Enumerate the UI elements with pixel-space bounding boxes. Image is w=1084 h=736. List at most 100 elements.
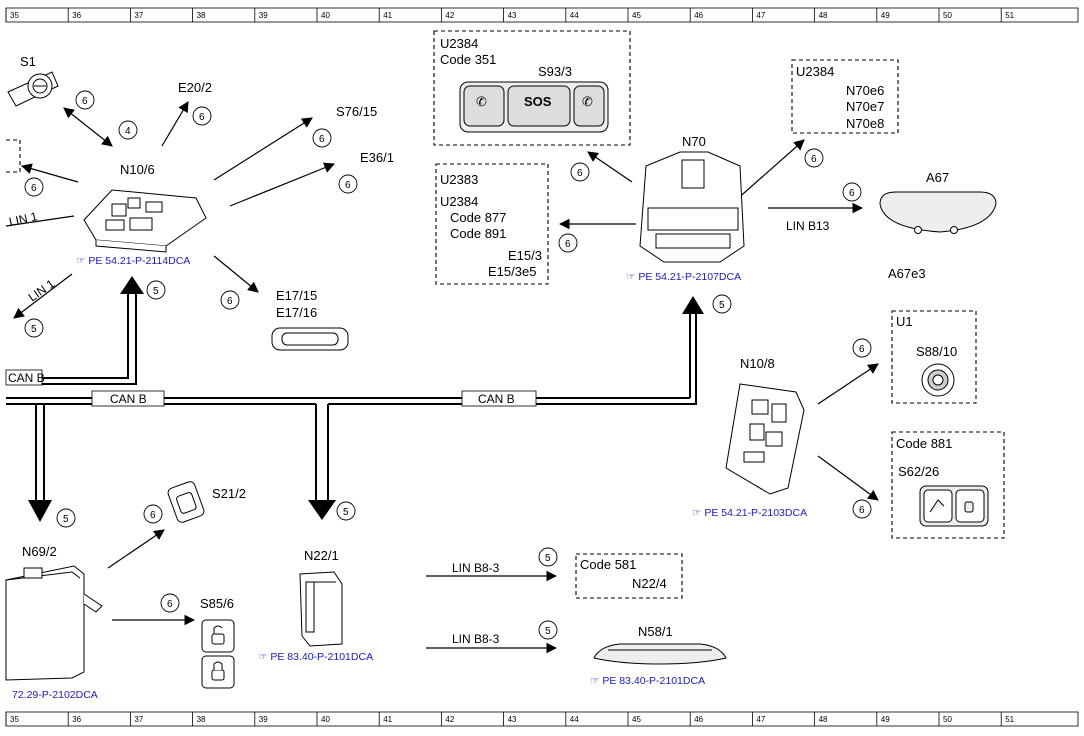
s1-label: S1	[20, 54, 36, 69]
u2383-label: U2383	[440, 172, 478, 187]
n58-1-lamp-icon	[593, 643, 727, 665]
svg-text:6: 6	[811, 154, 817, 165]
n58-1-label: N58/1	[638, 624, 673, 639]
ref-link-n69-2[interactable]: 72.29-P-2102DCA	[12, 689, 98, 701]
bottom-ruler-label: 39	[259, 715, 268, 724]
top-ruler-label: 44	[570, 11, 579, 20]
e36-1-label: E36/1	[360, 150, 394, 165]
top-ruler-label: 51	[1005, 11, 1014, 20]
svg-text:6: 6	[31, 183, 37, 194]
a67-mirror-icon	[879, 191, 997, 234]
down-arrowhead-n22-1	[308, 500, 336, 520]
top-ruler-label: 37	[134, 11, 143, 20]
step-markers	[24, 90, 872, 640]
svg-text:☞ PE 54.21-P-2103DCA: ☞ PE 54.21-P-2103DCA	[692, 507, 807, 519]
s21-2-label: S21/2	[212, 486, 246, 501]
can-b-label-left: CAN B	[8, 371, 45, 385]
ref-link-n22-1[interactable]: ☞ PE 83.40-P-2101DCA	[258, 651, 373, 663]
bottom-ruler-label: 42	[445, 715, 454, 724]
svg-text:6: 6	[319, 134, 325, 145]
bottom-ruler-label: 45	[632, 715, 641, 724]
bottom-ruler-label: 49	[881, 715, 890, 724]
s21-2-switch-icon	[167, 481, 205, 523]
top-ruler-label: 38	[197, 11, 206, 20]
n69-2-module-icon	[5, 565, 103, 681]
n70e6-label: N70e6	[846, 83, 884, 98]
svg-text:6: 6	[565, 239, 571, 250]
svg-text:5: 5	[719, 300, 725, 311]
e20-2-label: E20/2	[178, 80, 212, 95]
down-arrowhead-n69-2	[28, 500, 52, 522]
top-ruler-label: 41	[383, 11, 392, 20]
top-ruler-label: 46	[694, 11, 703, 20]
bottom-ruler-label: 36	[72, 715, 81, 724]
bottom-ruler-label: 43	[508, 715, 517, 724]
top-ruler-label: 40	[321, 11, 330, 20]
n70e7-label: N70e7	[846, 99, 884, 114]
bottom-ruler	[5, 711, 1079, 727]
top-ruler-label: 39	[259, 11, 268, 20]
can-b-label-right: CAN B	[478, 392, 515, 406]
top-ruler-label: 45	[632, 11, 641, 20]
top-ruler-label: 42	[445, 11, 454, 20]
ref-link-n70[interactable]: ☞ PE 54.21-P-2107DCA	[626, 271, 741, 283]
code351-label: Code 351	[440, 52, 496, 67]
u2384-top-label: U2384	[440, 36, 478, 51]
ref-link-n58-1[interactable]: ☞ PE 83.40-P-2101DCA	[590, 675, 705, 687]
ref-link-n10-8[interactable]: ☞ PE 54.21-P-2103DCA	[692, 507, 807, 519]
step-marker-labels: 6 4 6 6 6 6 5 6 5 6 6 5 6 6 6 6 5 5 6 6 …	[31, 96, 865, 637]
svg-text:5: 5	[31, 324, 37, 335]
can-b-label-box-mid	[91, 390, 165, 407]
dashed-groups	[6, 30, 1005, 599]
svg-text:6: 6	[167, 599, 173, 610]
top-ruler-label: 43	[508, 11, 517, 20]
svg-text:☞ PE 54.21-P-2107DCA: ☞ PE 54.21-P-2107DCA	[626, 271, 741, 283]
s76-15-label: S76/15	[336, 104, 377, 119]
e17-lamp-icon	[271, 327, 349, 351]
svg-text:5: 5	[153, 286, 159, 297]
svg-text:☞ PE 83.40-P-2101DCA: ☞ PE 83.40-P-2101DCA	[258, 651, 373, 663]
bottom-ruler-label: 38	[197, 715, 206, 724]
ref-link-n10-6[interactable]: ☞ PE 54.21-P-2114DCA	[76, 255, 190, 267]
lin1-label-a: LIN 1	[8, 209, 39, 229]
s1-ignition-switch-icon	[7, 71, 59, 107]
s88-10-button-icon	[921, 363, 955, 397]
top-ruler-label: 50	[943, 11, 952, 20]
phone-info-icon: ✆	[582, 94, 593, 109]
svg-text:6: 6	[859, 344, 865, 355]
svg-text:5: 5	[545, 553, 551, 564]
n10-6-control-unit-icon	[83, 189, 207, 253]
svg-text:☞ PE 54.21-P-2114DCA: ☞ PE 54.21-P-2114DCA	[76, 255, 190, 267]
u2384-right-label: U2384	[796, 64, 834, 79]
svg-text:☞ PE 83.40-P-2101DCA: ☞ PE 83.40-P-2101DCA	[590, 675, 705, 687]
n10-8-label: N10/8	[740, 356, 775, 371]
up-arrowhead-n70	[682, 296, 704, 314]
top-ruler-label: 48	[819, 11, 828, 20]
svg-text:6: 6	[577, 168, 583, 179]
lin-b8-3-label-b: LIN B8-3	[452, 632, 500, 646]
s93-3-button-panel-icon	[459, 81, 609, 133]
e17-15-label: E17/15	[276, 288, 317, 303]
up-arrowhead-n10-6	[120, 276, 144, 294]
n22-1-label: N22/1	[304, 548, 339, 563]
svg-text:5: 5	[545, 626, 551, 637]
code877-label: Code 877	[450, 210, 506, 225]
svg-text:5: 5	[63, 514, 69, 525]
e17-16-label: E17/16	[276, 305, 317, 320]
code881-label: Code 881	[896, 436, 952, 451]
n22-1-module-icon	[299, 571, 343, 647]
svg-text:6: 6	[82, 96, 88, 107]
can-b-label-box-left	[5, 369, 43, 386]
s88-10-label: S88/10	[916, 344, 957, 359]
a67e3-label: A67e3	[888, 266, 926, 281]
can-b-label-mid: CAN B	[110, 392, 147, 406]
top-ruler	[5, 7, 1079, 23]
svg-text:6: 6	[199, 112, 205, 123]
bottom-ruler-label: 50	[943, 715, 952, 724]
sos-button-label: SOS	[524, 94, 552, 109]
s62-26-switch-icon	[919, 485, 989, 527]
n69-2-label: N69/2	[22, 544, 57, 559]
lin1-label-b: LIN 1	[26, 276, 58, 304]
bottom-ruler-label: 46	[694, 715, 703, 724]
